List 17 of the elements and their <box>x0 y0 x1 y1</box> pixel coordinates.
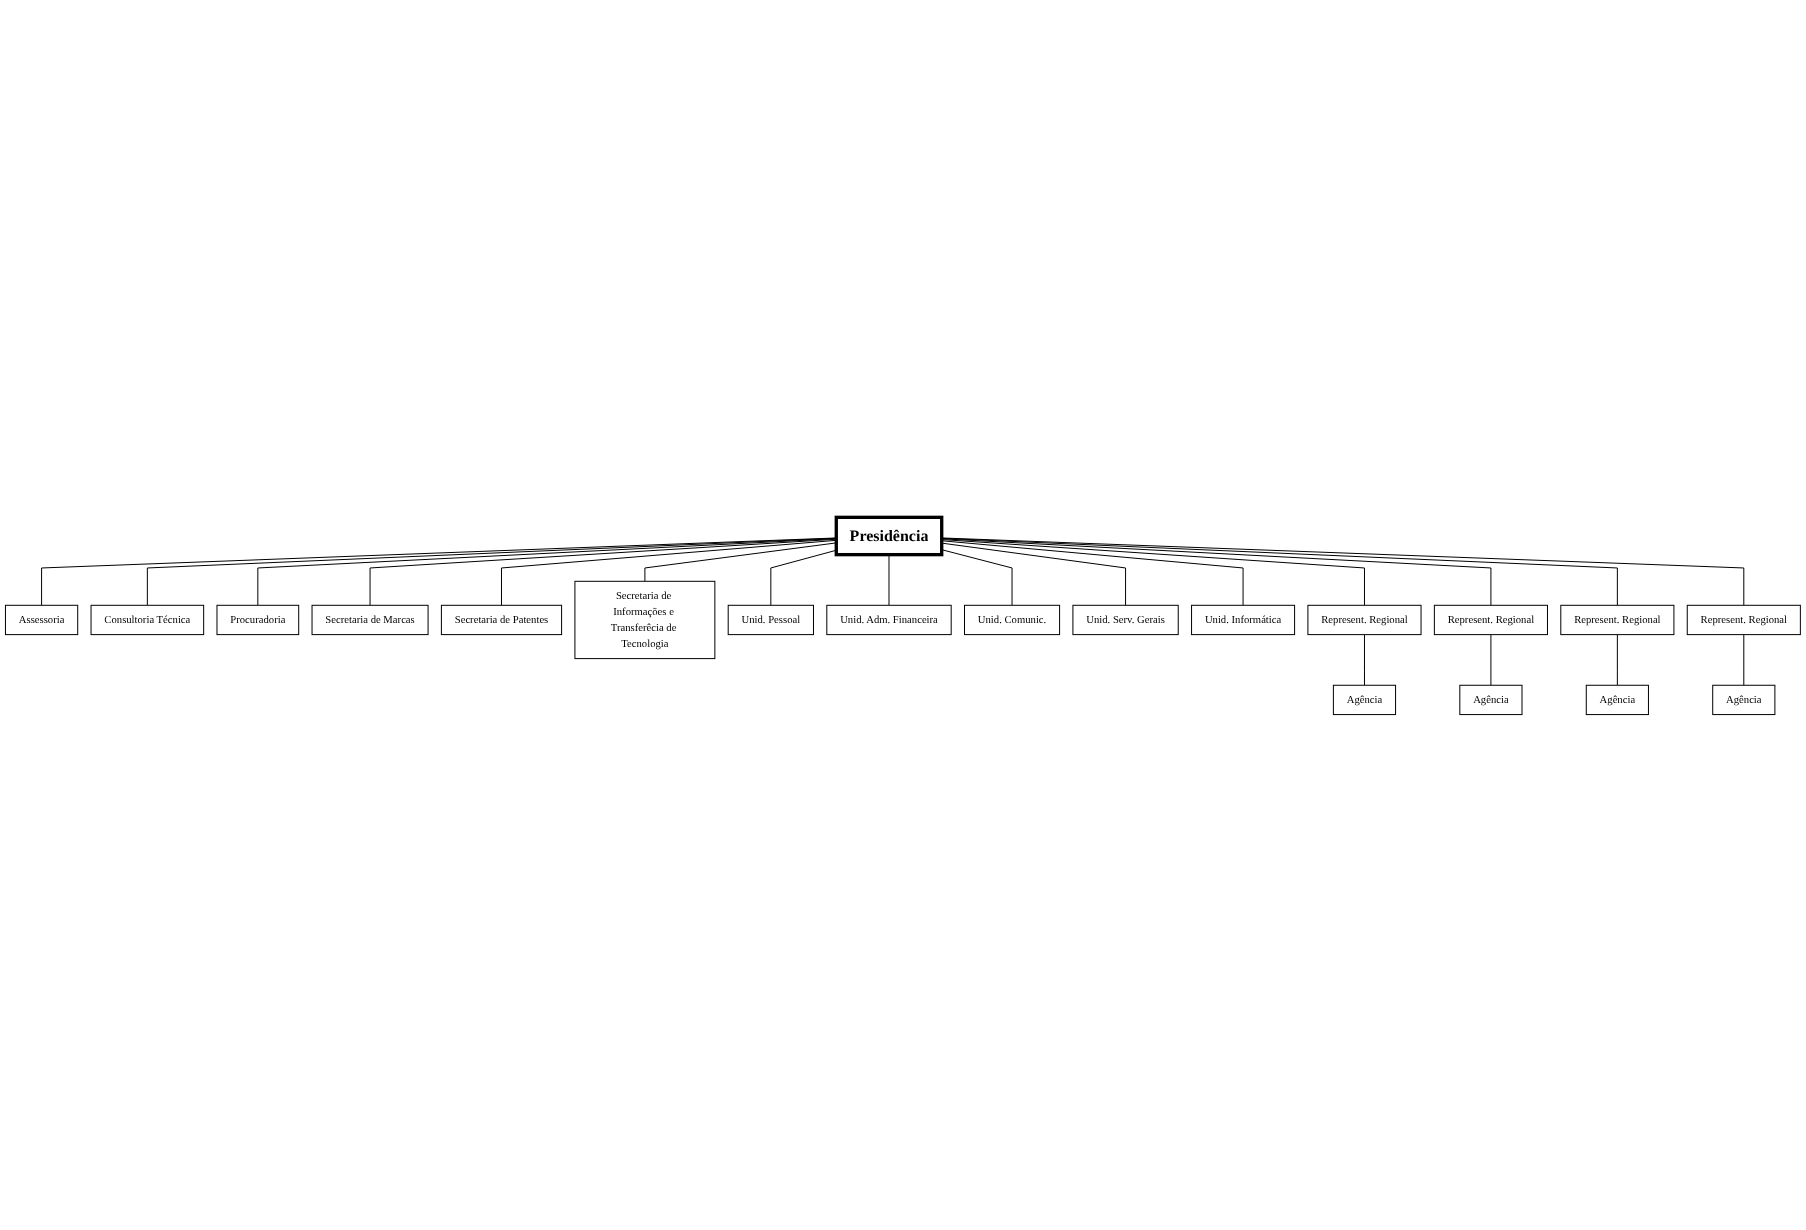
connector <box>941 541 1127 605</box>
connector <box>941 539 1244 605</box>
connector <box>1616 633 1618 685</box>
connector <box>1743 633 1745 685</box>
connector <box>1490 633 1492 685</box>
connector <box>501 538 837 605</box>
connector <box>257 537 837 605</box>
connector <box>369 537 837 605</box>
connector <box>888 553 890 605</box>
connector <box>644 541 837 581</box>
connector <box>941 537 1492 605</box>
connector <box>941 548 1013 605</box>
connector <box>941 536 1618 605</box>
connector <box>1364 633 1366 685</box>
connector <box>770 548 837 605</box>
connector <box>941 538 1366 605</box>
connector <box>941 536 1745 605</box>
